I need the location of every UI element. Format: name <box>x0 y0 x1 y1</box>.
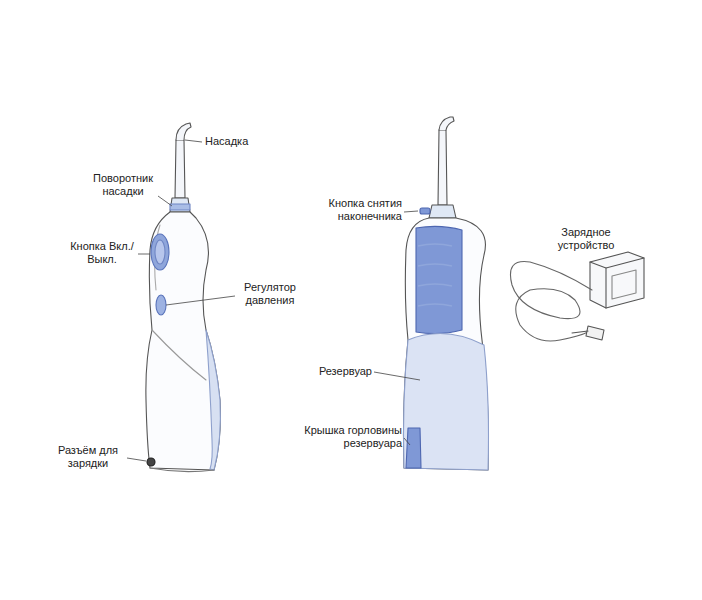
part-label: Кнопка Вкл./Выкл. <box>66 240 138 266</box>
part-label: Крышка горловины резервуара <box>280 424 402 450</box>
part-label: Регулятор давления <box>235 281 305 307</box>
part-label: Поворотник насадки <box>78 172 168 198</box>
part-label: Зарядное устройство <box>548 226 624 252</box>
part-label: Кнопка снятия наконечника <box>302 197 402 223</box>
part-label: Резервуар <box>310 365 372 378</box>
part-label: Разъём для зарядки <box>48 444 128 470</box>
part-label: Насадка <box>205 135 275 148</box>
